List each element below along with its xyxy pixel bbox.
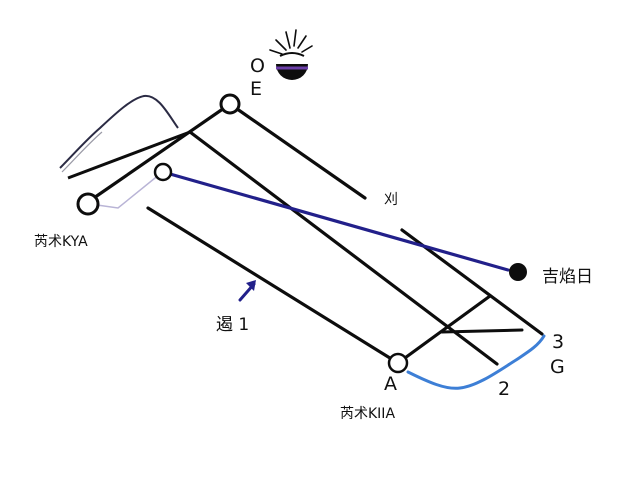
wavy-sketch-stroke [59,94,179,169]
point-a-circle [387,352,409,374]
label-upper-mark: 刈 [384,192,398,208]
label-point-o: O [250,55,265,77]
label-right-caption: 吉焰日 [542,267,593,287]
line-top-parallel [67,130,191,180]
line-left-to-e [86,102,232,204]
point-navy-end-dot [509,263,527,281]
label-left-caption: 芮术KYA [34,233,88,250]
label-point-a: A [384,373,397,395]
faint-connector [89,173,161,209]
wavy-sketch-stroke-shadow [61,131,103,173]
line-e-to-right [228,102,367,200]
label-point-e: E [250,78,262,100]
arrow-head-icon [246,280,256,291]
navy-line [161,170,510,272]
label-middle-caption: 遏 1 [216,315,249,335]
label-point-3: 3 [552,331,564,353]
line-cross-horizontal [440,328,524,334]
point-navy-start-circle [153,162,173,182]
line-a-to-top [396,294,492,365]
point-e-circle [219,93,241,115]
sun-burst-icon [269,29,313,80]
label-point-g: G [550,356,565,378]
line-lower-long [146,206,400,365]
blue-arc-curve [406,334,546,390]
label-bottom-caption: 芮术KIIA [340,405,395,422]
point-left-circle [76,192,100,216]
label-point-2: 2 [498,378,510,400]
line-diagonal-middle [188,130,499,366]
